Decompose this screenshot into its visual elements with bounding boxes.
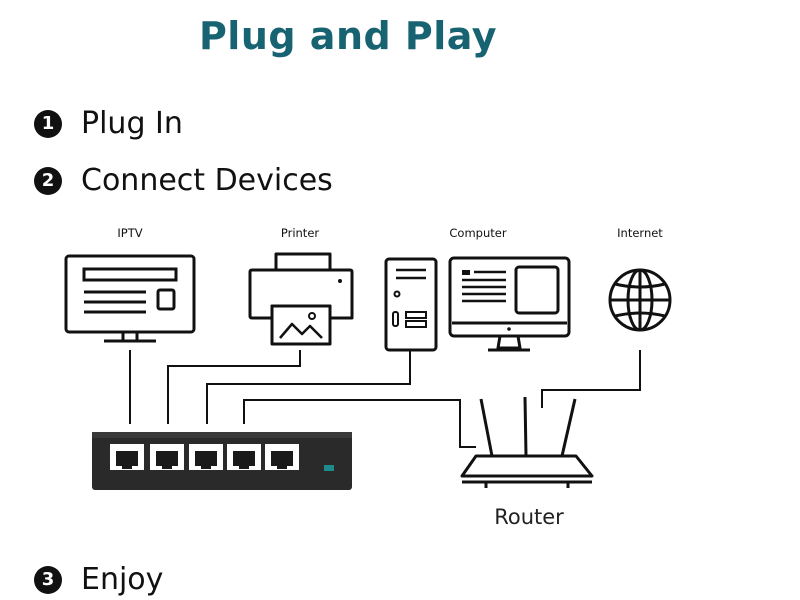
network-switch xyxy=(92,432,352,490)
step-label: Plug In xyxy=(81,106,183,141)
step-plug-in: 1 Plug In xyxy=(34,106,183,141)
led-indicator xyxy=(324,465,334,471)
computer-tower-icon xyxy=(384,257,438,352)
step-connect-devices: 2 Connect Devices xyxy=(34,163,333,198)
label-iptv: IPTV xyxy=(117,226,142,240)
monitor-icon xyxy=(448,256,571,352)
label-printer: Printer xyxy=(281,226,320,240)
step-enjoy: 3 Enjoy xyxy=(34,562,163,597)
router-icon xyxy=(460,396,594,488)
ethernet-port xyxy=(227,444,261,470)
label-computer: Computer xyxy=(449,226,506,240)
label-router: Router xyxy=(494,505,564,529)
network-cables xyxy=(129,350,641,448)
globe-icon xyxy=(608,268,672,332)
ethernet-port xyxy=(189,444,223,470)
step-number-badge: 3 xyxy=(34,565,62,594)
step-number-badge: 2 xyxy=(34,166,62,195)
printer-icon xyxy=(248,252,354,346)
ethernet-port xyxy=(150,444,184,470)
ethernet-port xyxy=(110,444,144,470)
tv-icon xyxy=(64,254,196,343)
page-title: Plug and Play xyxy=(198,14,498,58)
step-label: Enjoy xyxy=(81,562,164,597)
label-internet: Internet xyxy=(617,226,663,240)
ethernet-port xyxy=(265,444,299,470)
step-label: Connect Devices xyxy=(81,163,333,198)
step-number-badge: 1 xyxy=(34,109,62,138)
